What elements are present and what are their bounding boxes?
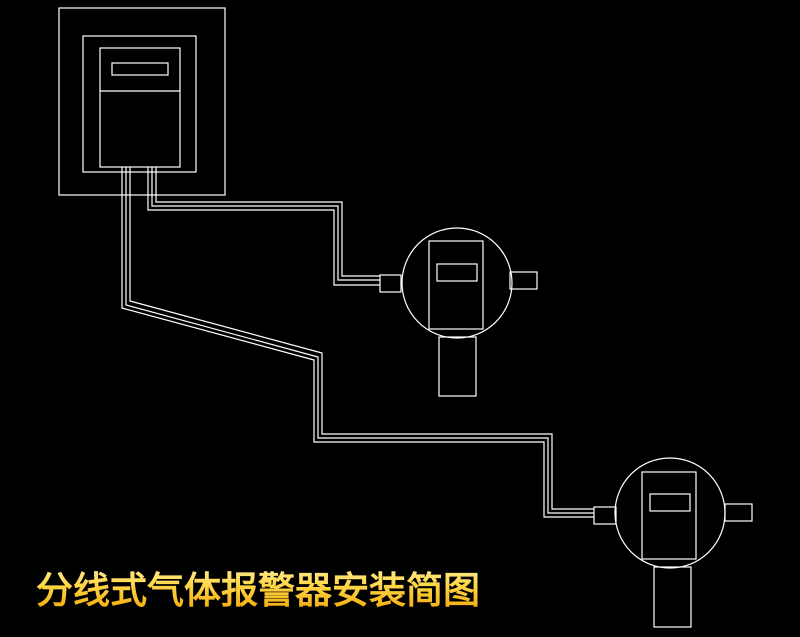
detector-1-cable-gland [379,274,402,293]
controller-outer-frame [58,7,226,196]
detector-1-display [436,263,478,282]
detector-2-sensor-head [653,566,692,628]
gas-detector-1 [379,227,538,397]
controller-display [111,62,169,76]
diagram-caption: 分线式气体报警器安装简图 [36,560,480,614]
detector-1-housing [401,227,513,339]
detector-2-housing [614,457,726,569]
controller-body [99,47,181,168]
alarm-controller [58,7,226,196]
detector-2-cable-gland [593,506,617,525]
gas-detector-2 [593,457,753,628]
cable-to-detector-2 [121,167,594,518]
detector-1-faceplate [428,240,484,330]
detector-2-faceplate [641,471,697,560]
detector-1-side-plug [509,271,538,290]
detector-2-display [649,493,691,512]
controller-inner-frame [82,35,197,173]
detector-1-sensor-head [438,336,477,397]
cable-to-detector-1 [147,167,380,286]
detector-2-side-plug [724,503,753,522]
